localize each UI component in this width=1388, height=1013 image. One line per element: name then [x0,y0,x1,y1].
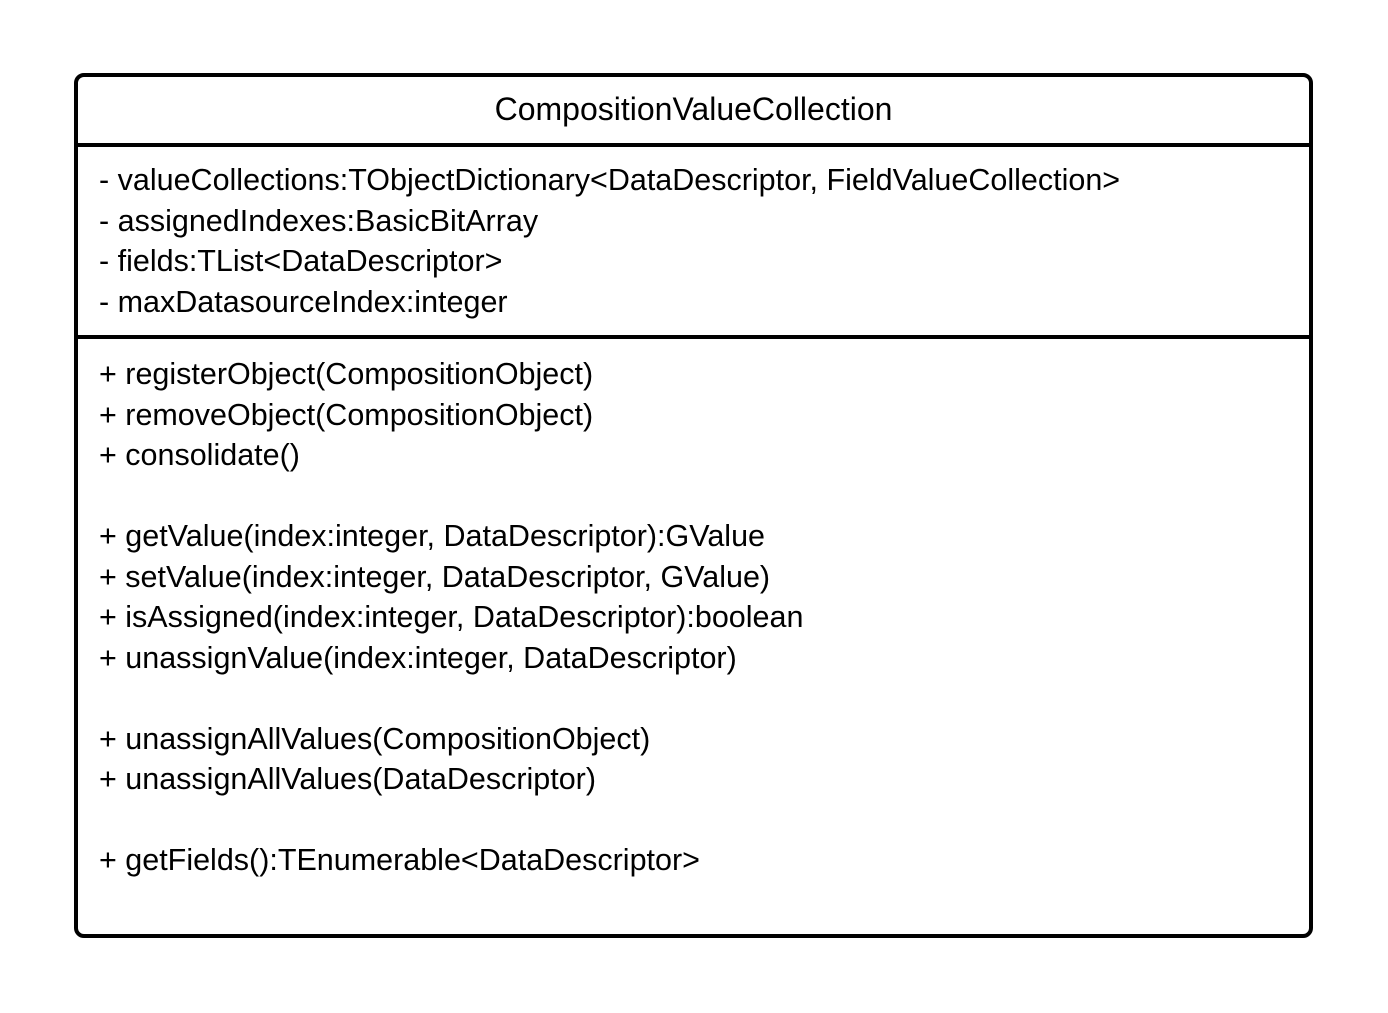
method: + isAssigned(index:integer, DataDescript… [99,600,804,634]
attribute: - maxDatasourceIndex:integer [99,284,508,319]
method-group-spacer [99,800,1309,841]
method: + removeObject(CompositionObject) [99,397,594,432]
uml-class-box: CompositionValueCollection - valueCollec… [74,73,1313,938]
method: + getValue(index:integer, DataDescriptor… [99,519,765,553]
method: + unassignAllValues(DataDescriptor) [99,762,596,796]
method: + getFields():TEnumerable<DataDescriptor… [99,843,700,877]
methods-compartment: + registerObject(CompositionObject) + re… [78,339,1309,881]
method: + registerObject(CompositionObject) [99,357,594,391]
method: + setValue(index:integer, DataDescriptor… [99,559,771,594]
class-name: CompositionValueCollection [78,77,1309,147]
attribute: - fields:TList<DataDescriptor> [99,244,503,278]
attribute: - valueCollections:TObjectDictionary<Dat… [99,163,1121,197]
method-group-spacer [99,476,1309,517]
method: + consolidate() [99,438,300,472]
attributes-compartment: - valueCollections:TObjectDictionary<Dat… [78,147,1309,339]
method: + unassignAllValues(CompositionObject) [99,721,651,756]
method: + unassignValue(index:integer, DataDescr… [99,640,737,675]
attribute: - assignedIndexes:BasicBitArray [99,203,539,238]
method-group-spacer [99,678,1309,719]
